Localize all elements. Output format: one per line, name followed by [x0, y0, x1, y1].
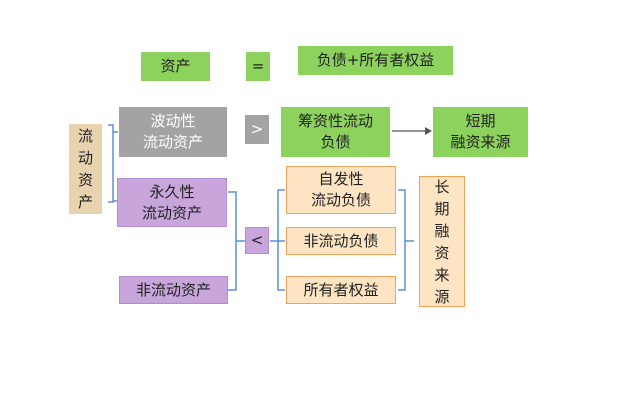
less-than-sign: < [245, 227, 269, 254]
fluctuating-current-assets-box: 波动性 流动资产 [119, 107, 227, 157]
short-term-source-box: 短期 融资来源 [433, 107, 528, 157]
financing-current-liabilities-box: 筹资性流动 负债 [281, 107, 390, 157]
noncurrent-assets-box: 非流动资产 [119, 276, 228, 304]
arrow-head [425, 127, 432, 135]
left-brace [228, 191, 237, 291]
long-term-source-box: 长 期 融 资 来 源 [419, 176, 465, 307]
left-label-bracket [108, 124, 114, 203]
greater-than-sign: > [245, 115, 269, 144]
spontaneous-current-liabilities-box: 自发性 流动负债 [286, 166, 396, 214]
current-assets-label: 流 动 资 产 [69, 124, 102, 214]
assets-box: 资产 [141, 52, 210, 81]
noncurrent-liabilities-box: 非流动负债 [286, 227, 396, 255]
permanent-current-assets-box: 永久性 流动资产 [117, 178, 227, 227]
long-term-brace [398, 189, 406, 291]
right-brace [277, 189, 285, 291]
equals-sign: = [246, 52, 270, 81]
liabilities-equity-box: 负债+所有者权益 [298, 46, 453, 75]
owner-equity-box: 所有者权益 [286, 276, 396, 304]
